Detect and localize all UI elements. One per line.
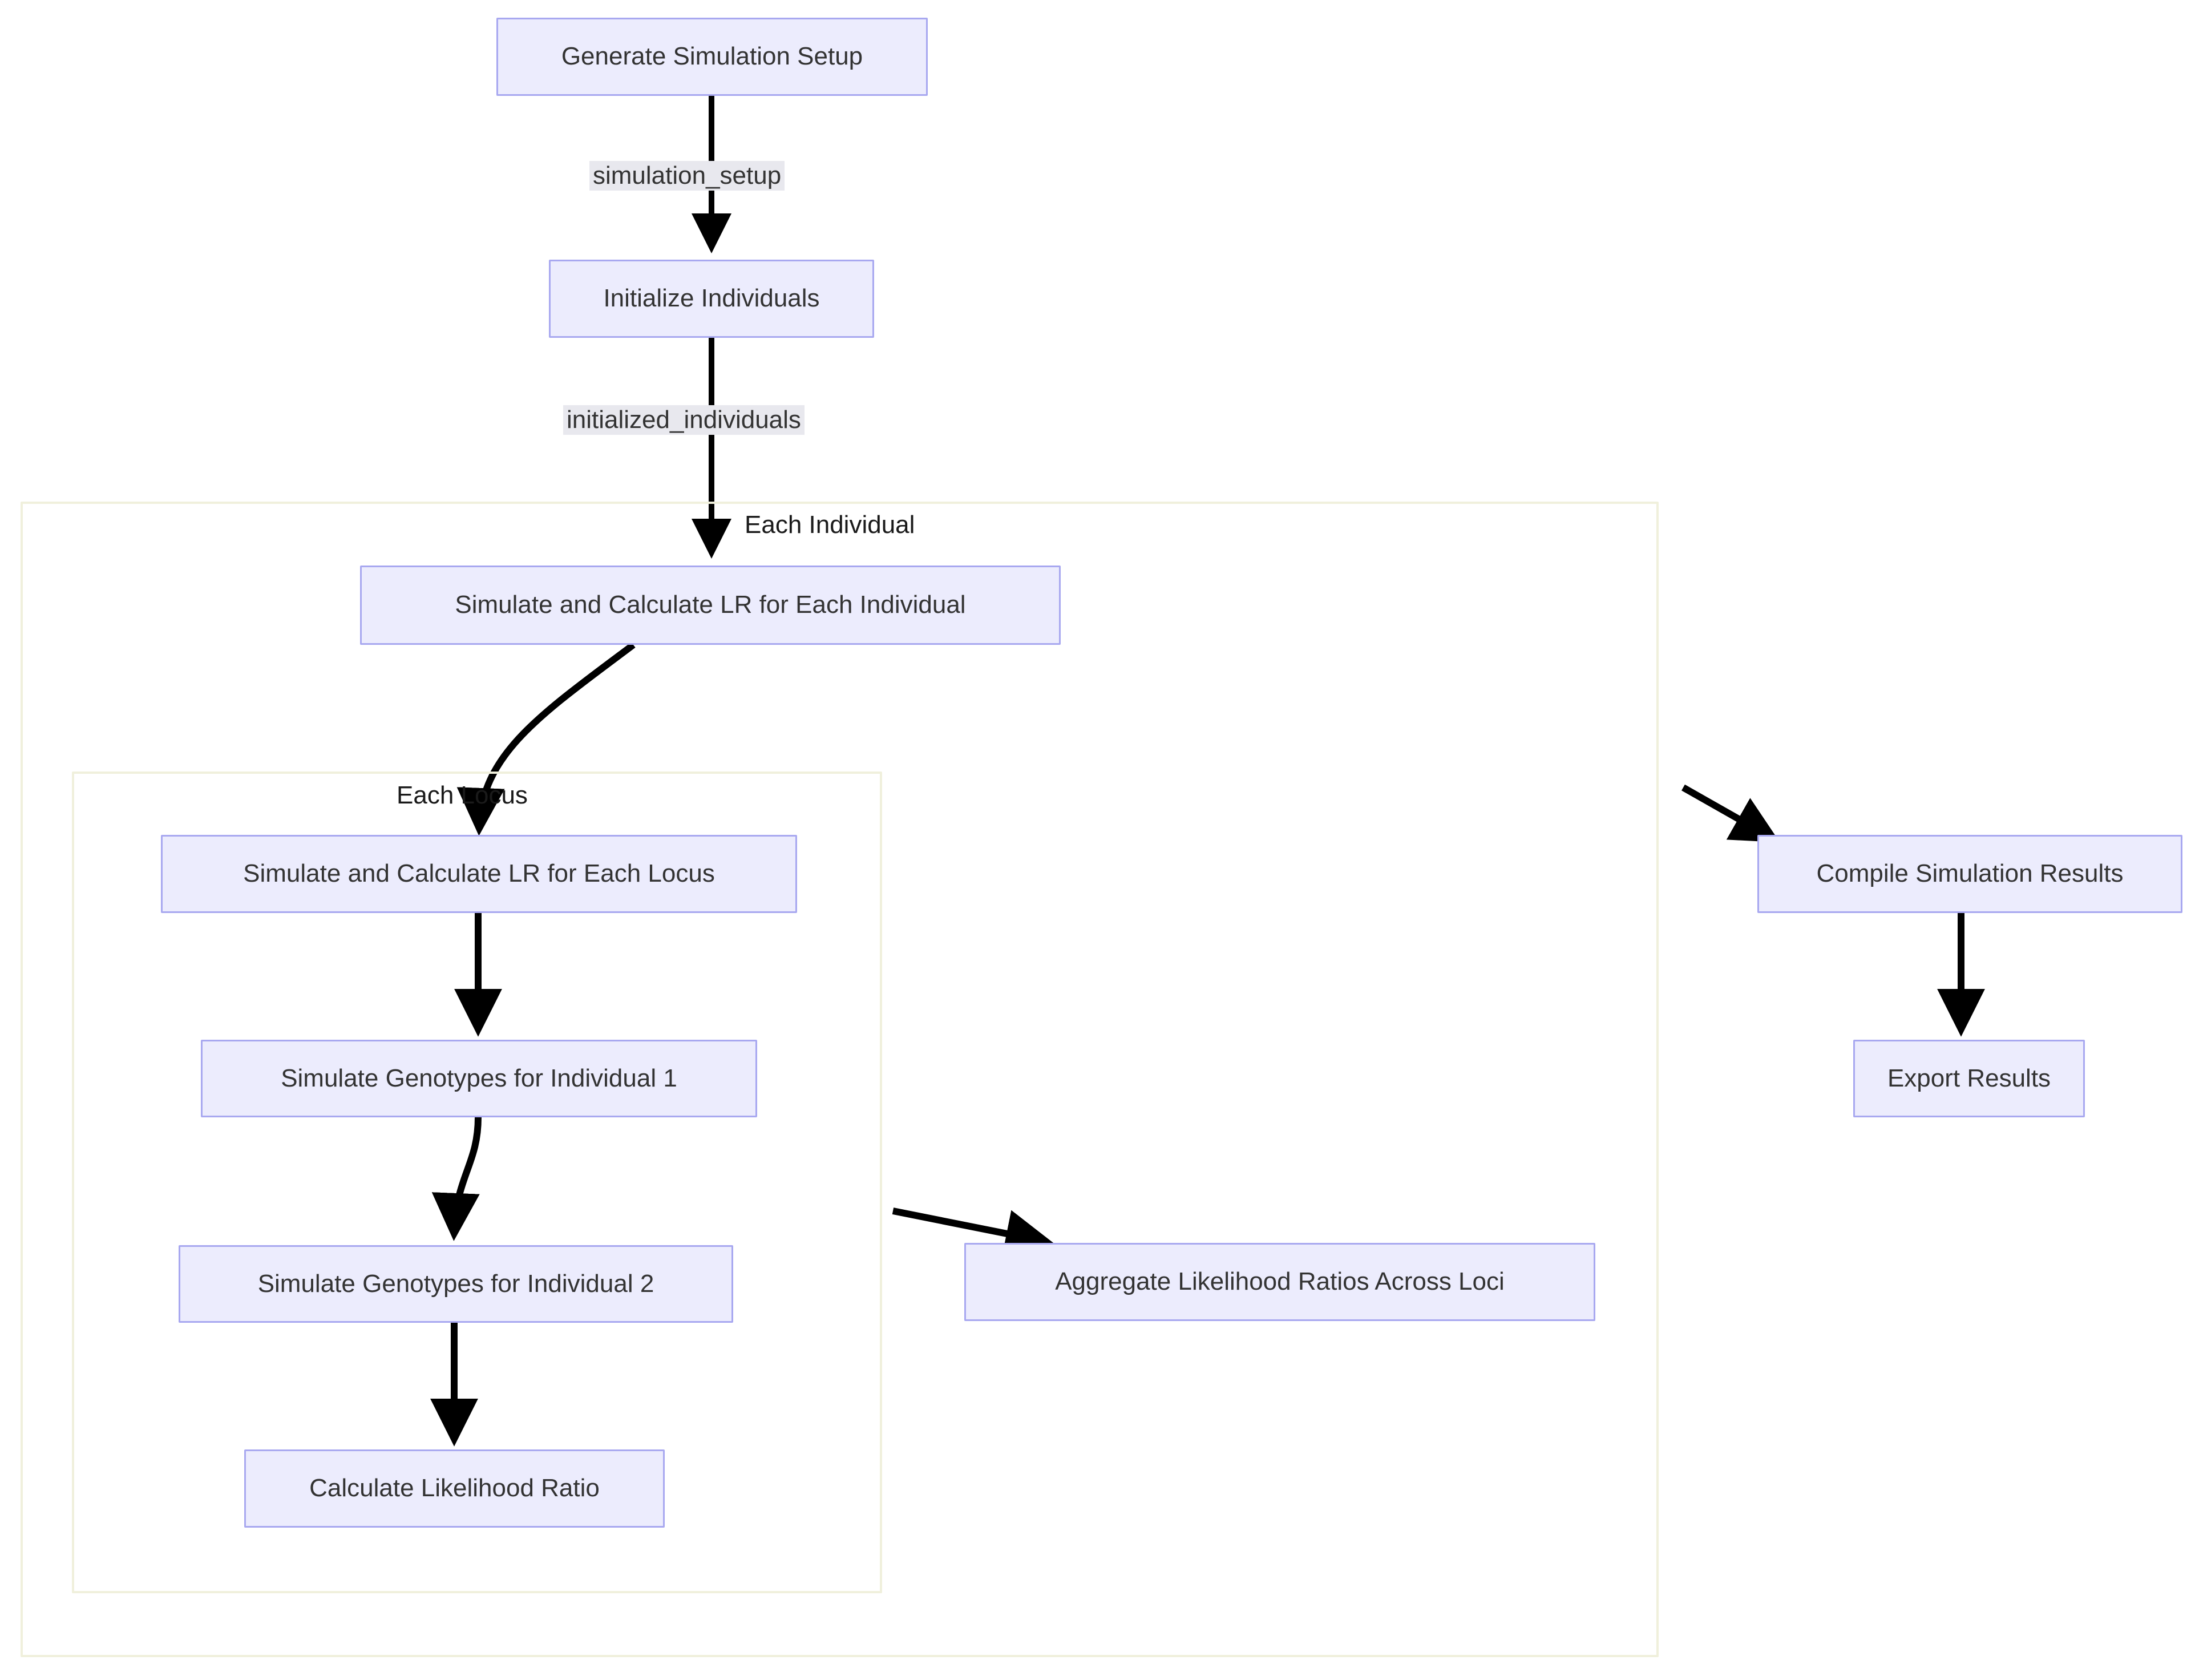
node-generate-simulation-setup[interactable]: Generate Simulation Setup bbox=[496, 18, 928, 96]
subgraph-label-each-individual: Each Individual bbox=[745, 511, 915, 539]
node-simulate-genotypes-individual-2[interactable]: Simulate Genotypes for Individual 2 bbox=[179, 1245, 733, 1323]
edge-label-simulation-setup: simulation_setup bbox=[589, 161, 785, 191]
node-initialize-individuals[interactable]: Initialize Individuals bbox=[549, 260, 874, 338]
edge-aggregate-to-compile bbox=[1681, 784, 1780, 843]
node-simulate-calculate-lr-individual[interactable]: Simulate and Calculate LR for Each Indiv… bbox=[360, 566, 1061, 645]
subgraph-each-individual bbox=[21, 502, 1659, 1657]
node-simulate-calculate-lr-locus[interactable]: Simulate and Calculate LR for Each Locus bbox=[161, 835, 797, 913]
edge-label-initialized-individuals: initialized_individuals bbox=[563, 405, 805, 435]
subgraph-each-locus bbox=[72, 772, 882, 1593]
node-export-results[interactable]: Export Results bbox=[1853, 1040, 2085, 1117]
node-aggregate-likelihood-ratios[interactable]: Aggregate Likelihood Ratios Across Loci bbox=[964, 1243, 1595, 1321]
subgraph-label-each-locus: Each Locus bbox=[397, 781, 528, 809]
node-compile-simulation-results[interactable]: Compile Simulation Results bbox=[1757, 835, 2182, 913]
node-calculate-likelihood-ratio[interactable]: Calculate Likelihood Ratio bbox=[244, 1449, 665, 1528]
node-simulate-genotypes-individual-1[interactable]: Simulate Genotypes for Individual 1 bbox=[201, 1040, 757, 1117]
